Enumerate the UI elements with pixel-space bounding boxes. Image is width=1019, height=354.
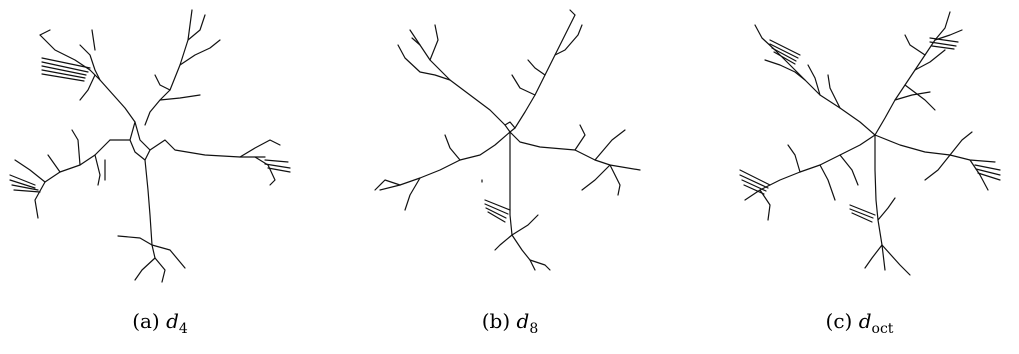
tree-doct-diagram — [739, 11, 1001, 276]
caption-symbol: d — [516, 309, 530, 333]
caption-subscript: 8 — [529, 321, 539, 337]
caption-symbol: d — [858, 309, 872, 333]
caption-subscript: oct — [871, 321, 894, 337]
caption-subscript: 4 — [178, 321, 188, 337]
tree-d8-diagram — [374, 9, 641, 271]
caption-label: (b) — [481, 309, 511, 333]
caption-label: (a) — [132, 309, 160, 333]
caption-a: (a) d4 — [0, 308, 320, 342]
caption-b: (b) d8 — [350, 308, 670, 342]
caption-symbol: d — [166, 309, 179, 333]
caption-c: (c) doct — [700, 308, 1019, 342]
tree-d4-diagram — [9, 9, 291, 283]
caption-label: (c) — [825, 309, 853, 333]
